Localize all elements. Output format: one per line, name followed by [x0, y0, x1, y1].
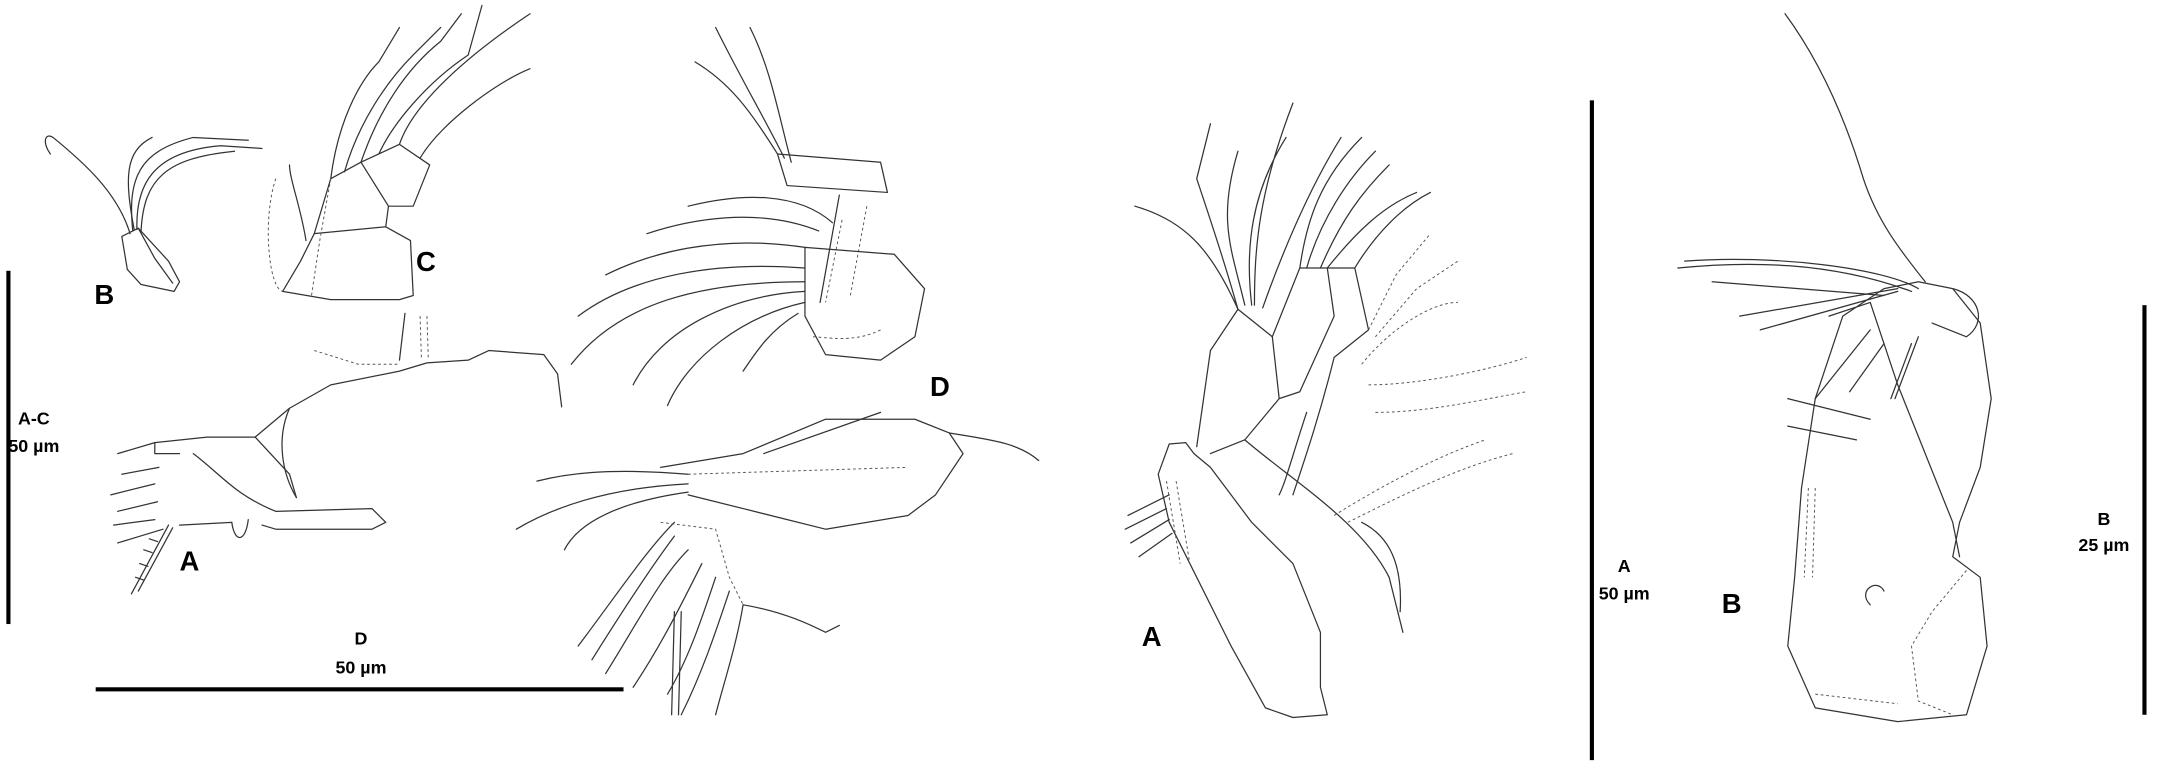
scale-d-name: D [355, 629, 368, 649]
panel-label-a-left: A [180, 545, 200, 576]
drawing-b-right [1677, 13, 1992, 723]
scale-a-right-name: A [1618, 556, 1631, 576]
scale-d-value: 50 µm [335, 658, 386, 678]
scale-bar-ac [6, 270, 11, 625]
right-plate: A A 50 µm B B 25 µm [1124, 13, 2147, 761]
panel-label-a-right: A [1142, 621, 1162, 652]
scale-bar-b-right [2142, 305, 2147, 715]
scale-ac-name: A-C [18, 409, 50, 429]
left-plate: A-C 50 µm D 50 µm B [6, 4, 1040, 716]
drawing-a-right [1124, 102, 1527, 719]
scale-b-right-value: 25 µm [2078, 535, 2129, 555]
drawing-a-left [110, 312, 563, 595]
drawing-d [515, 26, 1040, 716]
panel-label-c: C [416, 246, 436, 277]
drawing-c [267, 4, 531, 301]
drawing-b [44, 135, 263, 293]
panel-label-b-right: B [1722, 588, 1742, 619]
scale-b-right-name: B [2097, 509, 2110, 529]
scale-ac-value: 50 µm [8, 436, 59, 456]
scale-a-right-value: 50 µm [1599, 583, 1650, 603]
scale-bar-d [95, 687, 624, 692]
panel-label-b: B [94, 279, 114, 310]
panel-label-d: D [930, 371, 950, 402]
scale-bar-a-right [1589, 100, 1594, 761]
